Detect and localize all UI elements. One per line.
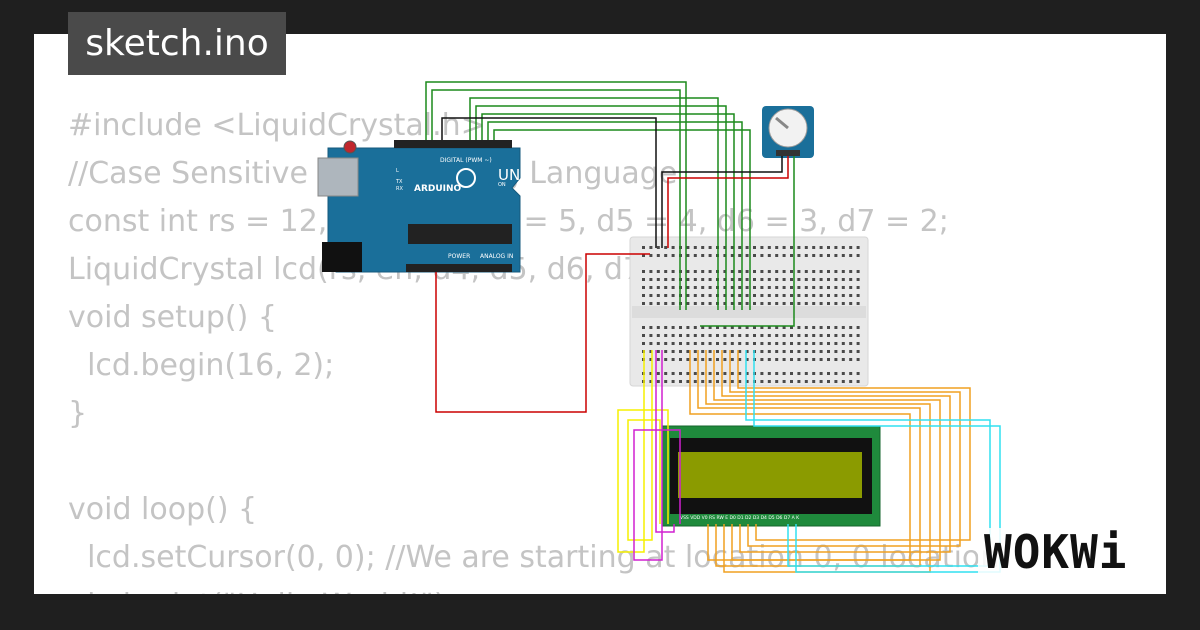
potentiometer[interactable] [762, 106, 814, 158]
digital-header-label: DIGITAL (PWM ~) [440, 157, 492, 164]
board-brand-label: ARDUINO [414, 184, 462, 194]
code-line: } [68, 396, 88, 431]
code-line: lcd.begin(16, 2); [68, 348, 335, 383]
rx-led-label: RX [396, 186, 403, 192]
analog-header-label: ANALOG IN [480, 253, 513, 260]
code-preview: #include <LiquidCrystal.h>//Case Sensiti… [68, 102, 999, 594]
code-line: #include <LiquidCrystal.h> [68, 108, 486, 143]
board-model-label: UNO [498, 166, 532, 184]
power-header-label: POWER [448, 253, 470, 260]
lcd-pin-labels: VSS VDD V0 RS RW E D0 D1 D2 D3 D4 D5 D6 … [680, 515, 800, 521]
code-line: void setup() { [68, 300, 277, 335]
arduino-uno-board[interactable]: UNO ARDUINO DIGITAL (PWM ~) POWER ANALOG… [317, 140, 532, 273]
code-line: void loop() { [68, 492, 258, 527]
breadboard [629, 236, 869, 387]
sketch-filename-tag: sketch.ino [68, 12, 286, 75]
tx-led-label: TX [395, 179, 403, 185]
project-preview-card: #include <LiquidCrystal.h>//Case Sensiti… [34, 34, 1166, 594]
code-line: lcd.setCursor(0, 0); //We are starting a… [68, 540, 1000, 575]
wokwi-logo: WOKWi [978, 528, 1134, 576]
code-line: lcd.print("Hello World!"); [68, 582, 999, 594]
on-led-label: ON [498, 182, 506, 188]
l-led-label: L [396, 168, 399, 174]
lcd-16x2-display[interactable]: VSS VDD V0 RS RW E D0 D1 D2 D3 D4 D5 D6 … [661, 425, 881, 527]
wires [425, 81, 1001, 573]
